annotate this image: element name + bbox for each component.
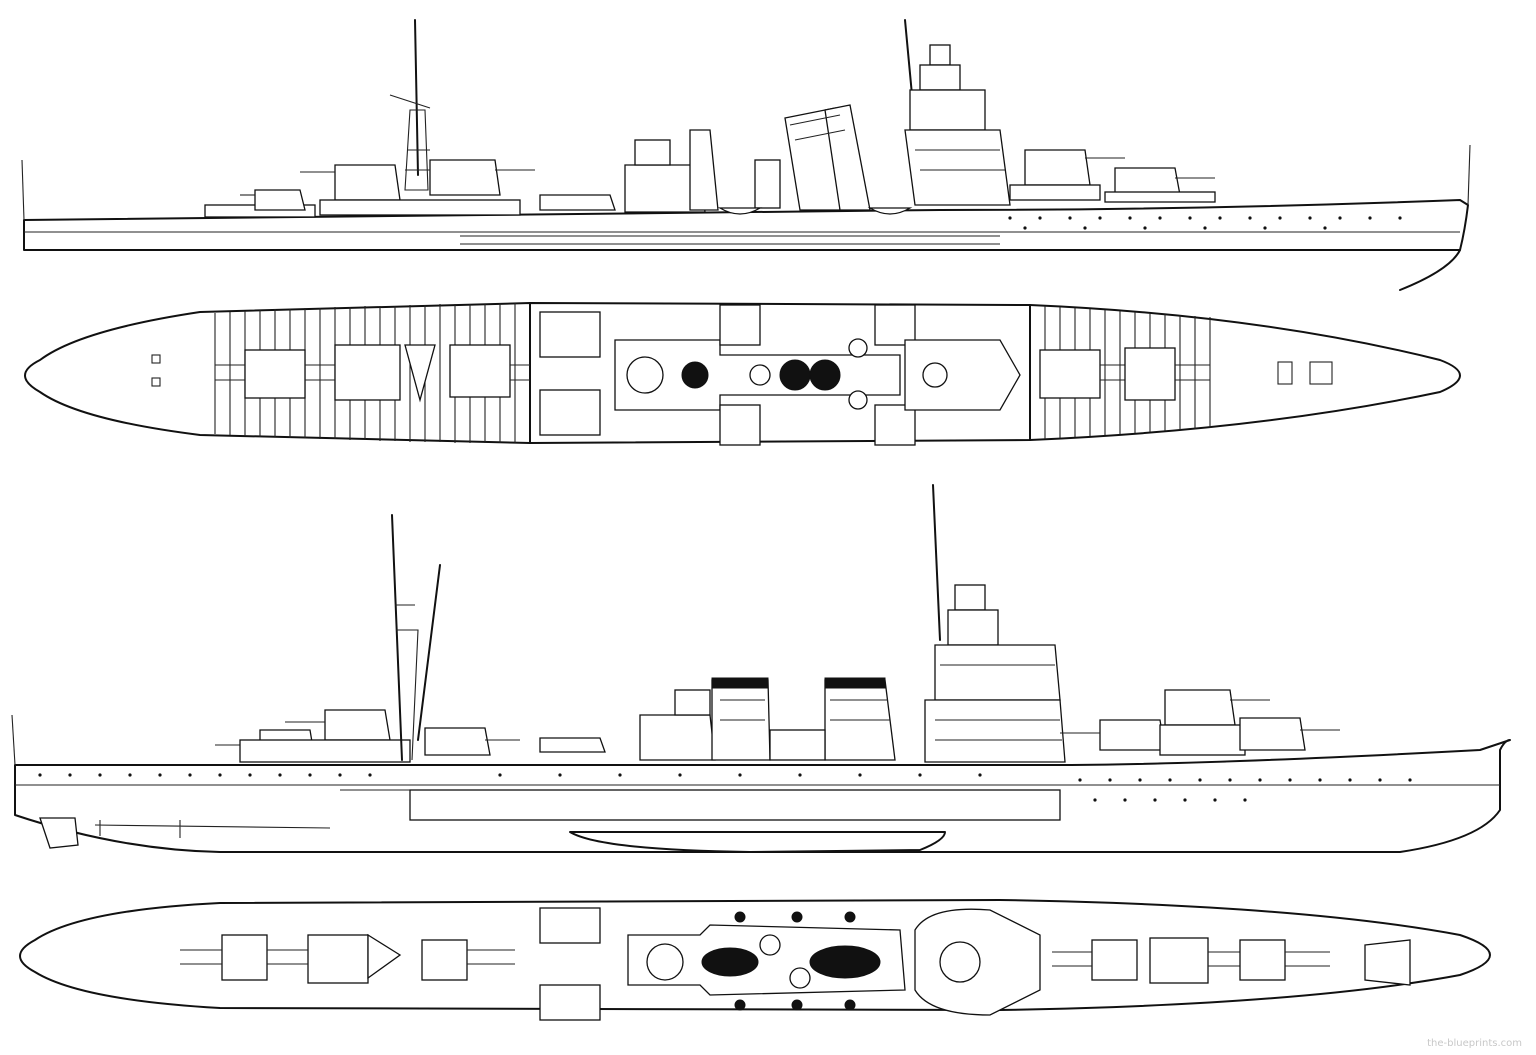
lower-funnel-tops <box>701 945 881 979</box>
upper-bridge-tower <box>904 19 1011 206</box>
upper-plan-bow-fittings <box>151 354 1333 387</box>
lower-midships <box>639 677 896 761</box>
lower-rudder-and-shafts <box>39 817 331 849</box>
lower-aa-guns <box>734 911 856 1011</box>
upper-hull <box>21 144 1471 291</box>
lower-aft-mast <box>391 514 441 761</box>
upper-aft-mast <box>389 19 431 191</box>
lower-bridge-tower <box>924 484 1066 763</box>
lower-deck-outline <box>19 899 1491 1011</box>
lower-profile-view <box>11 484 1511 853</box>
upper-portholes <box>1008 216 1402 230</box>
upper-funnel-tops <box>681 359 841 391</box>
upper-fore-turrets <box>1009 149 1216 203</box>
lower-aft-turrets <box>215 709 606 763</box>
watermark: the-blueprints.com <box>1427 1038 1522 1049</box>
lower-hull <box>11 714 1511 853</box>
lower-fore-turrets <box>1060 689 1340 756</box>
upper-plan-superstructure <box>539 304 1021 446</box>
upper-plan-view <box>24 302 1461 446</box>
upper-midships <box>539 104 913 215</box>
lower-portholes <box>38 773 1412 802</box>
upper-plan-turrets <box>215 344 1210 403</box>
lower-plan-turrets <box>180 933 1330 984</box>
upper-aft-turrets <box>204 159 535 218</box>
lower-plan-view <box>19 899 1491 1021</box>
upper-profile-view <box>21 19 1471 291</box>
